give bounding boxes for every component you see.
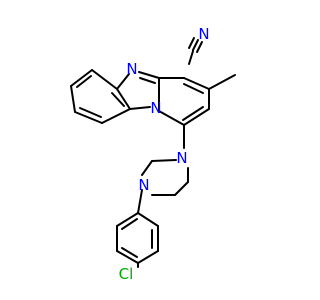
atom-labels: N N N N N Cl xyxy=(119,25,210,283)
atom-label-piperazine-n-top: N xyxy=(176,149,187,167)
bond-ph-double-2 xyxy=(121,247,138,258)
bond-py-4 xyxy=(158,110,185,126)
bond-bz-1 xyxy=(91,69,118,90)
bond-nitrile-triple-b xyxy=(196,41,203,53)
bond-ph-double-3 xyxy=(121,218,138,230)
bond-im-4 xyxy=(129,106,151,110)
bond-pz-1 xyxy=(151,159,177,162)
molecule-structure: N N N N N Cl xyxy=(70,25,236,283)
atom-label-imidazole-n: N xyxy=(126,60,137,78)
bond-im-2 xyxy=(116,73,130,90)
bond-ph-6 xyxy=(116,212,139,227)
atom-label-nitrile-n: N xyxy=(198,25,209,43)
bond-bz-double-1 xyxy=(76,75,92,88)
bond-py-3 xyxy=(183,108,210,126)
bond-py-1 xyxy=(183,77,210,90)
bond-nitrile-triple-c xyxy=(188,37,195,49)
bond-ph-4 xyxy=(116,250,139,264)
bond-im-3 xyxy=(116,88,131,110)
bond-pz-4 xyxy=(174,181,189,196)
bond-methyl xyxy=(208,74,236,90)
bond-bz-5 xyxy=(101,108,131,124)
bond-bz-4 xyxy=(74,111,103,124)
atom-label-piperazine-n-bottom: N xyxy=(138,176,149,194)
atom-label-chlorine: Cl xyxy=(119,265,134,283)
bond-im-double xyxy=(139,77,156,84)
bond-ph-1 xyxy=(137,212,159,227)
atom-label-bridgehead-n: N xyxy=(150,99,161,117)
bond-layer xyxy=(70,37,236,268)
bond-bz-double-2 xyxy=(79,107,102,118)
bond-piperazine-to-phenyl xyxy=(137,189,143,214)
bond-ph-3 xyxy=(137,250,159,264)
bond-pz-2 xyxy=(141,160,153,176)
bond-bz-2 xyxy=(70,69,93,87)
bond-py-double-2 xyxy=(182,106,204,121)
bond-bz-double-3 xyxy=(111,92,125,107)
bond-nitrile-to-ring xyxy=(188,50,194,65)
bond-im-1 xyxy=(138,71,160,79)
bond-py-double-1 xyxy=(183,83,204,94)
bond-nitrile-triple-a xyxy=(192,39,199,51)
bond-bz-3 xyxy=(70,85,76,113)
